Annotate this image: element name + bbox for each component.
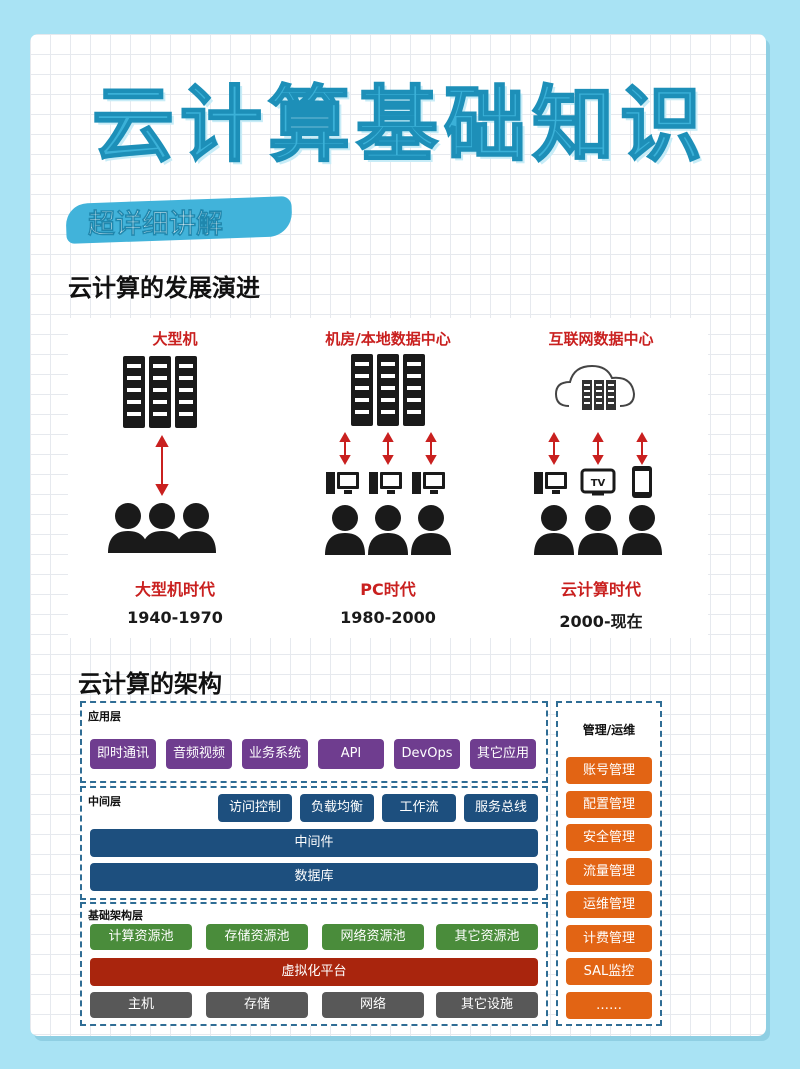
mainframe-era-label: 大型机时代 — [134, 580, 215, 599]
app-item: 其它应用 — [470, 739, 536, 769]
database-bar: 数据库 — [90, 863, 538, 891]
resource-pool: 其它资源池 — [436, 924, 538, 950]
double-arrow-icon — [155, 434, 169, 497]
app-item: 即时通讯 — [90, 739, 156, 769]
hardware-item: 主机 — [90, 992, 192, 1018]
app-item: DevOps — [394, 739, 460, 769]
evolution-cloud-column: 互联网数据中心 TV — [494, 318, 708, 638]
mainframe-years-label: 1940-1970 — [127, 608, 223, 627]
management-item: 账号管理 — [566, 757, 652, 784]
virtualization-platform-bar: 虚拟化平台 — [90, 958, 538, 986]
evolution-section-title: 云计算的发展演进 — [68, 274, 260, 302]
tv-icon-label: TV — [591, 478, 606, 489]
management-item: 流量管理 — [566, 858, 652, 885]
evolution-mainframe-column: 大型机 大型机时代 1940-197 — [68, 318, 282, 638]
pc-era-years-label: 1980-2000 — [340, 608, 436, 627]
middle-layer: 中间层 访问控制 负载均衡 工作流 服务总线 中间件 数据库 — [80, 786, 548, 900]
resource-pool: 网络资源池 — [322, 924, 424, 950]
management-panel: 管理/运维 账号管理 配置管理 安全管理 流量管理 运维管理 计费管理 SAL监… — [556, 701, 662, 1026]
architecture-section-title: 云计算的架构 — [78, 670, 222, 698]
middle-item: 服务总线 — [464, 794, 538, 822]
app-item: 业务系统 — [242, 739, 308, 769]
pc-era-label: PC时代 — [360, 580, 416, 599]
application-layer: 应用层 即时通讯 音频视频 业务系统 API DevOps 其它应用 — [80, 701, 548, 783]
infrastructure-layer-label: 基础架构层 — [88, 909, 143, 922]
middle-item: 工作流 — [382, 794, 456, 822]
management-item: 计费管理 — [566, 925, 652, 952]
users-icon — [534, 505, 662, 555]
management-title: 管理/运维 — [582, 723, 636, 737]
middle-item: 访问控制 — [218, 794, 292, 822]
app-item: API — [318, 739, 384, 769]
hardware-item: 网络 — [322, 992, 424, 1018]
cloud-era-illustration: TV — [534, 364, 662, 555]
cloud-icon — [554, 364, 636, 407]
management-item: 运维管理 — [566, 891, 652, 918]
infrastructure-layer: 基础架构层 计算资源池 存储资源池 网络资源池 其它资源池 虚拟化平台 主机 存… — [80, 902, 548, 1026]
management-item: 配置管理 — [566, 791, 652, 818]
management-item: 安全管理 — [566, 824, 652, 851]
mainframe-heading: 大型机 — [152, 330, 198, 348]
server-rack-icon — [582, 380, 616, 410]
app-item: 音频视频 — [166, 739, 232, 769]
hardware-item: 其它设施 — [436, 992, 538, 1018]
subtitle-badge-text: 超详细讲解 — [88, 209, 224, 241]
double-arrow-icon — [339, 431, 437, 466]
evolution-pc-column: 机房/本地数据中心 — [281, 318, 495, 638]
smartphone-icon — [632, 466, 652, 498]
resource-pool: 计算资源池 — [90, 924, 192, 950]
evolution-diagram: 大型机 大型机时代 1940-197 — [68, 318, 708, 638]
management-item: …… — [566, 992, 652, 1019]
middle-layer-label: 中间层 — [88, 795, 121, 808]
cloud-era-years-label: 2000-现在 — [559, 612, 643, 631]
tv-icon — [580, 468, 616, 496]
mainframe-illustration — [108, 356, 216, 553]
application-layer-label: 应用层 — [88, 710, 121, 723]
double-arrow-icon — [548, 431, 648, 466]
resource-pool: 存储资源池 — [206, 924, 308, 950]
middleware-bar: 中间件 — [90, 829, 538, 857]
cloud-era-label: 云计算时代 — [560, 580, 641, 599]
middle-item: 负载均衡 — [300, 794, 374, 822]
users-icon — [325, 505, 451, 555]
users-icon — [108, 503, 216, 553]
pc-era-illustration — [325, 354, 451, 555]
hardware-item: 存储 — [206, 992, 308, 1018]
management-item: SAL监控 — [566, 958, 652, 985]
datacenter-heading: 机房/本地数据中心 — [325, 330, 451, 348]
poster-title: 云计算基础知识 — [91, 77, 708, 174]
idc-heading: 互联网数据中心 — [548, 330, 654, 348]
